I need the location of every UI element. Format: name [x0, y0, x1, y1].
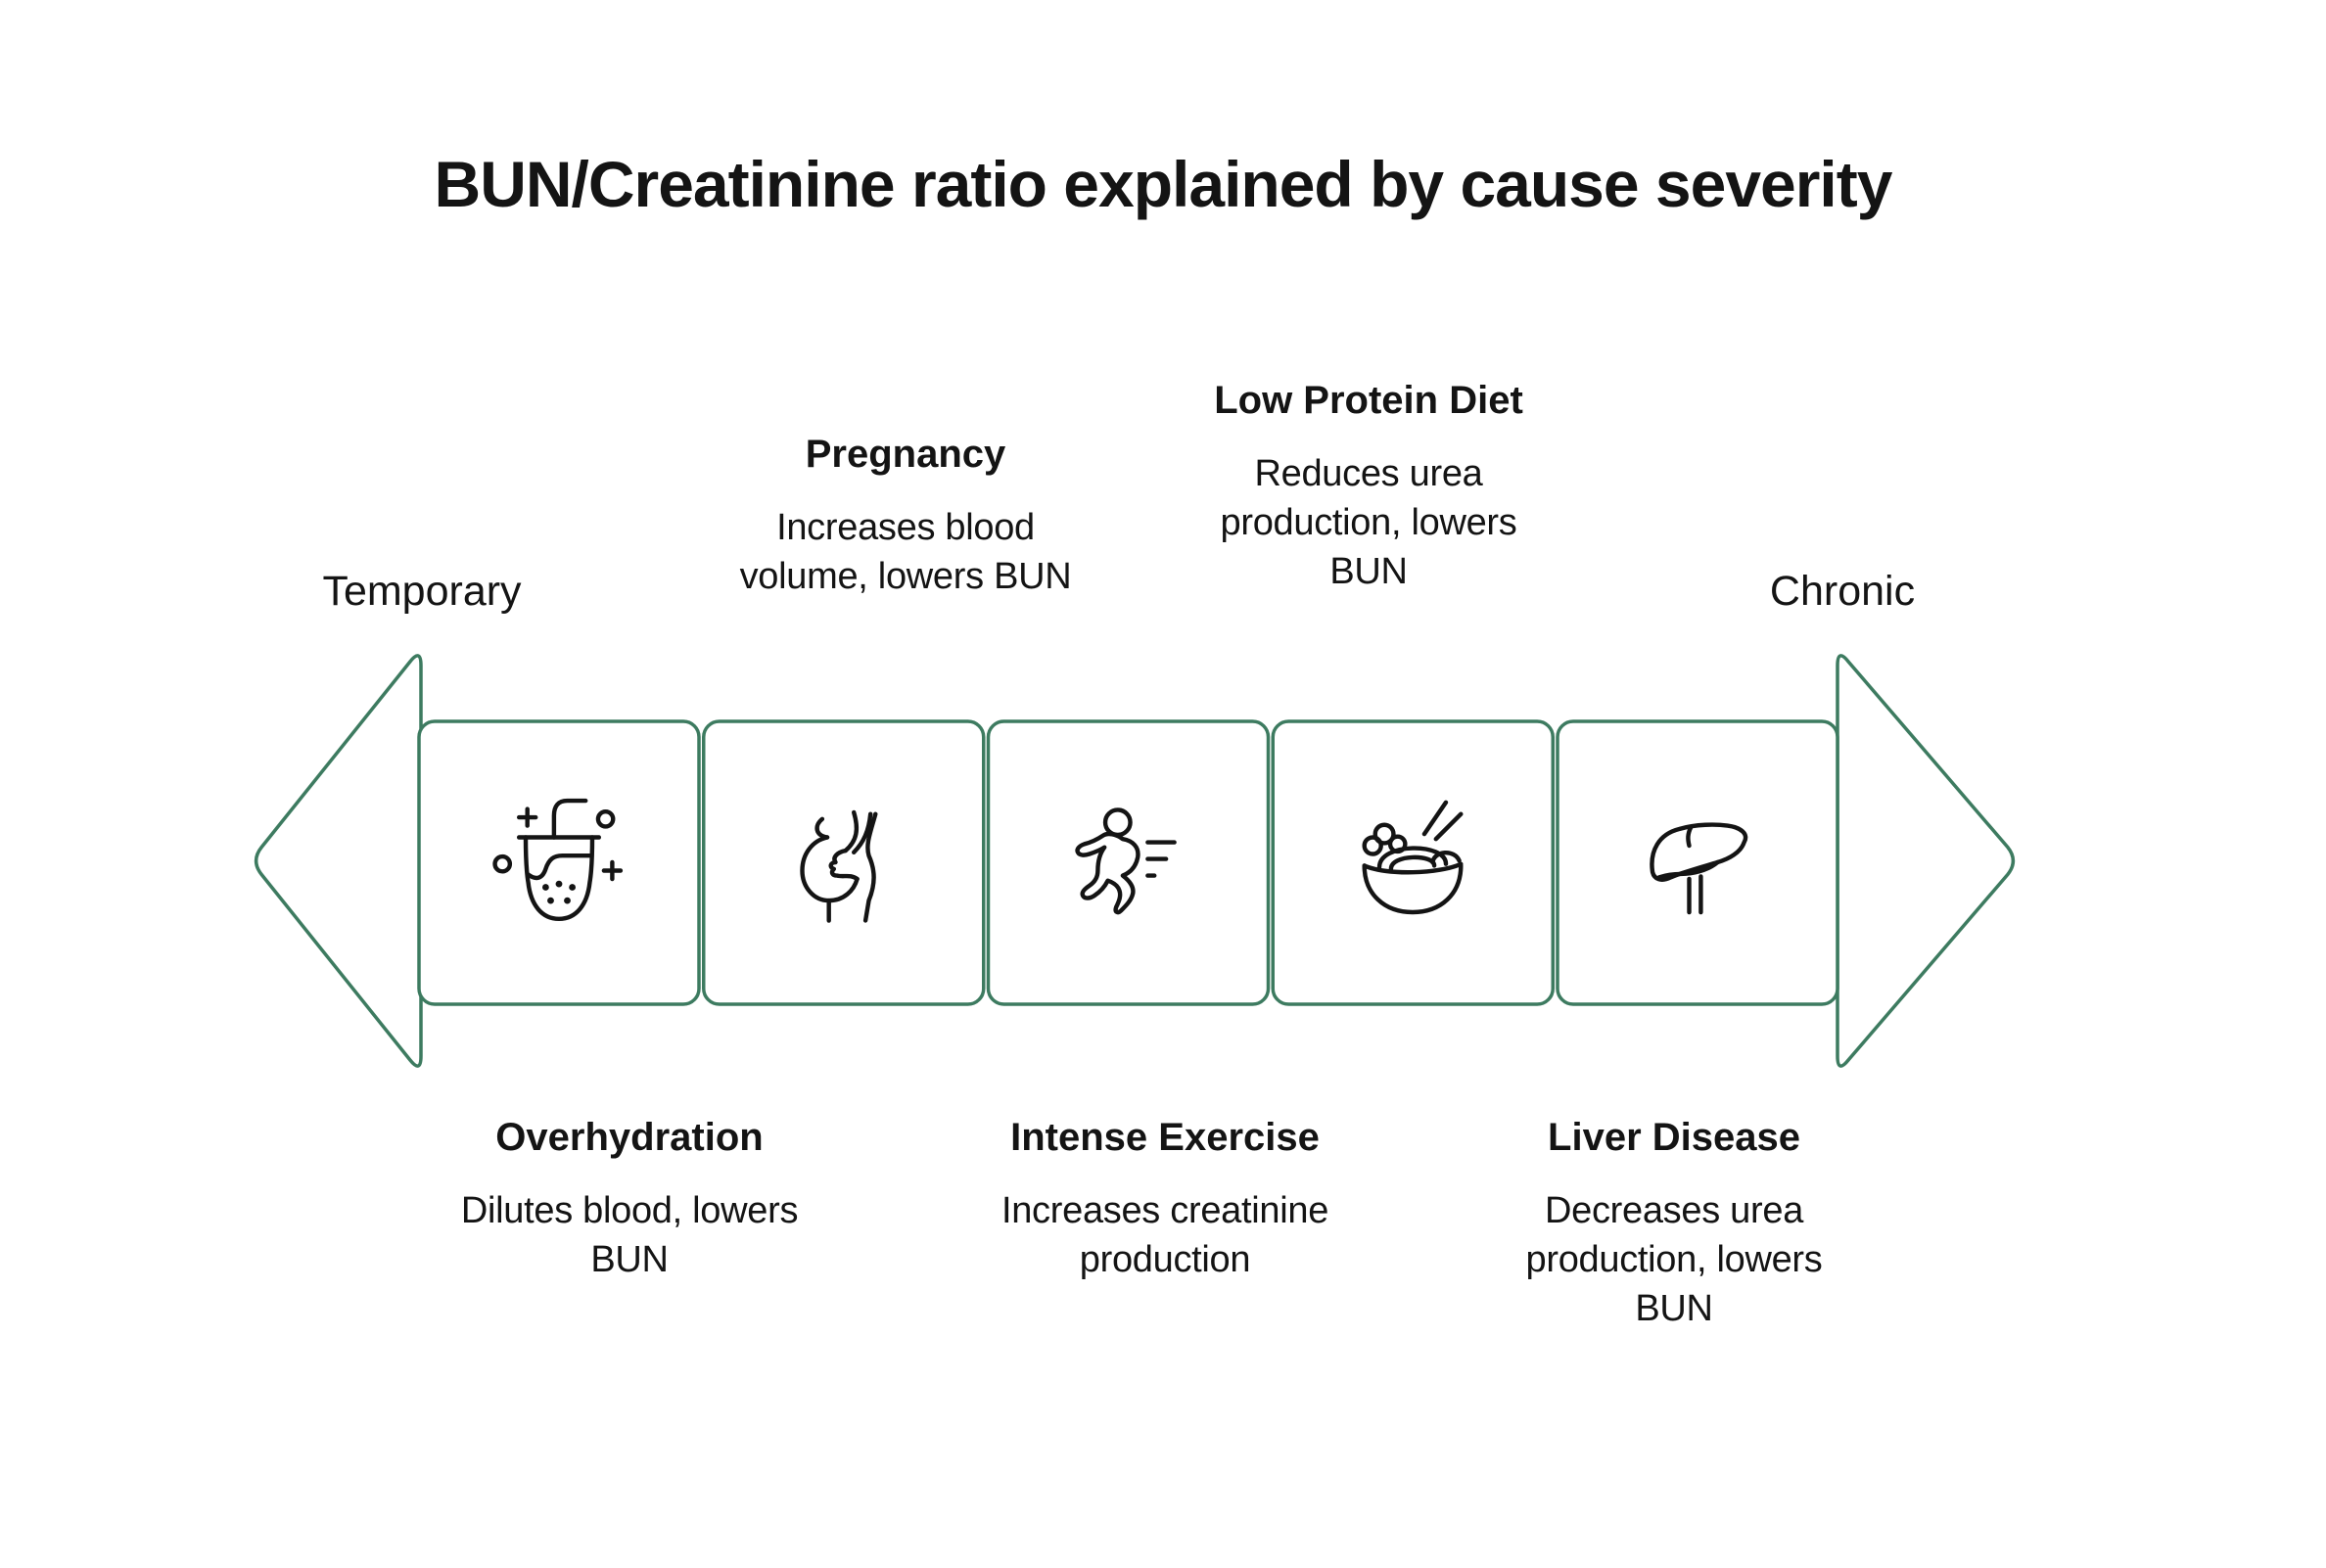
- bubble-tea-drink-icon: [492, 798, 624, 922]
- timeline-box-low-protein-diet: [1271, 719, 1555, 1006]
- timeline-box-liver-disease: [1556, 719, 1839, 1006]
- cause-effect-line: BUN: [1329, 551, 1408, 592]
- cause-heading: Intense Exercise: [1010, 1116, 1320, 1159]
- cause-effect-line: Reduces urea: [1254, 453, 1483, 494]
- liver-icon: [1650, 822, 1748, 915]
- cause-effect-line: production, lowers: [1525, 1239, 1823, 1280]
- cause-label-intense-exercise: Intense Exercise Increases creatinine pr…: [1001, 1114, 1328, 1284]
- cause-effect-line: volume, lowers BUN: [739, 556, 1072, 597]
- cause-heading: Overhydration: [495, 1116, 764, 1159]
- cause-effect-line: BUN: [1635, 1288, 1713, 1329]
- cause-effect-line: production, lowers: [1220, 502, 1517, 543]
- timeline-left-label: Temporary: [322, 568, 522, 615]
- cause-effect-line: BUN: [590, 1239, 669, 1280]
- cause-label-overhydration: Overhydration Dilutes blood, lowers BUN: [460, 1114, 799, 1284]
- noodle-bowl-icon: [1362, 800, 1464, 915]
- cause-heading: Pregnancy: [805, 433, 1006, 476]
- timeline-right-label: Chronic: [1769, 568, 1916, 615]
- cause-label-liver-disease: Liver Disease Decreases urea production,…: [1526, 1114, 1823, 1333]
- pregnant-belly-icon: [800, 809, 878, 923]
- cause-label-low-protein-diet: Low Protein Diet Reduces urea production…: [1214, 377, 1523, 596]
- cause-heading: Low Protein Diet: [1214, 379, 1523, 422]
- cause-effect-line: Increases blood: [776, 507, 1035, 548]
- left-arrowhead: [254, 654, 423, 1068]
- running-person-icon: [1075, 807, 1177, 915]
- timeline-box-overhydration: [417, 719, 701, 1006]
- cause-effect-line: Increases creatinine: [1000, 1190, 1329, 1231]
- cause-effect-line: Decreases urea: [1544, 1190, 1804, 1231]
- cause-effect-line: production: [1079, 1239, 1251, 1280]
- cause-heading: Liver Disease: [1548, 1116, 1800, 1159]
- right-arrowhead: [1836, 654, 2016, 1068]
- page-title: BUN/Creatinine ratio explained by cause …: [434, 148, 1893, 220]
- timeline-box-pregnancy: [702, 719, 986, 1006]
- cause-effect-line: Dilutes blood, lowers: [460, 1190, 799, 1231]
- cause-label-pregnancy: Pregnancy Increases blood volume, lowers…: [740, 431, 1072, 601]
